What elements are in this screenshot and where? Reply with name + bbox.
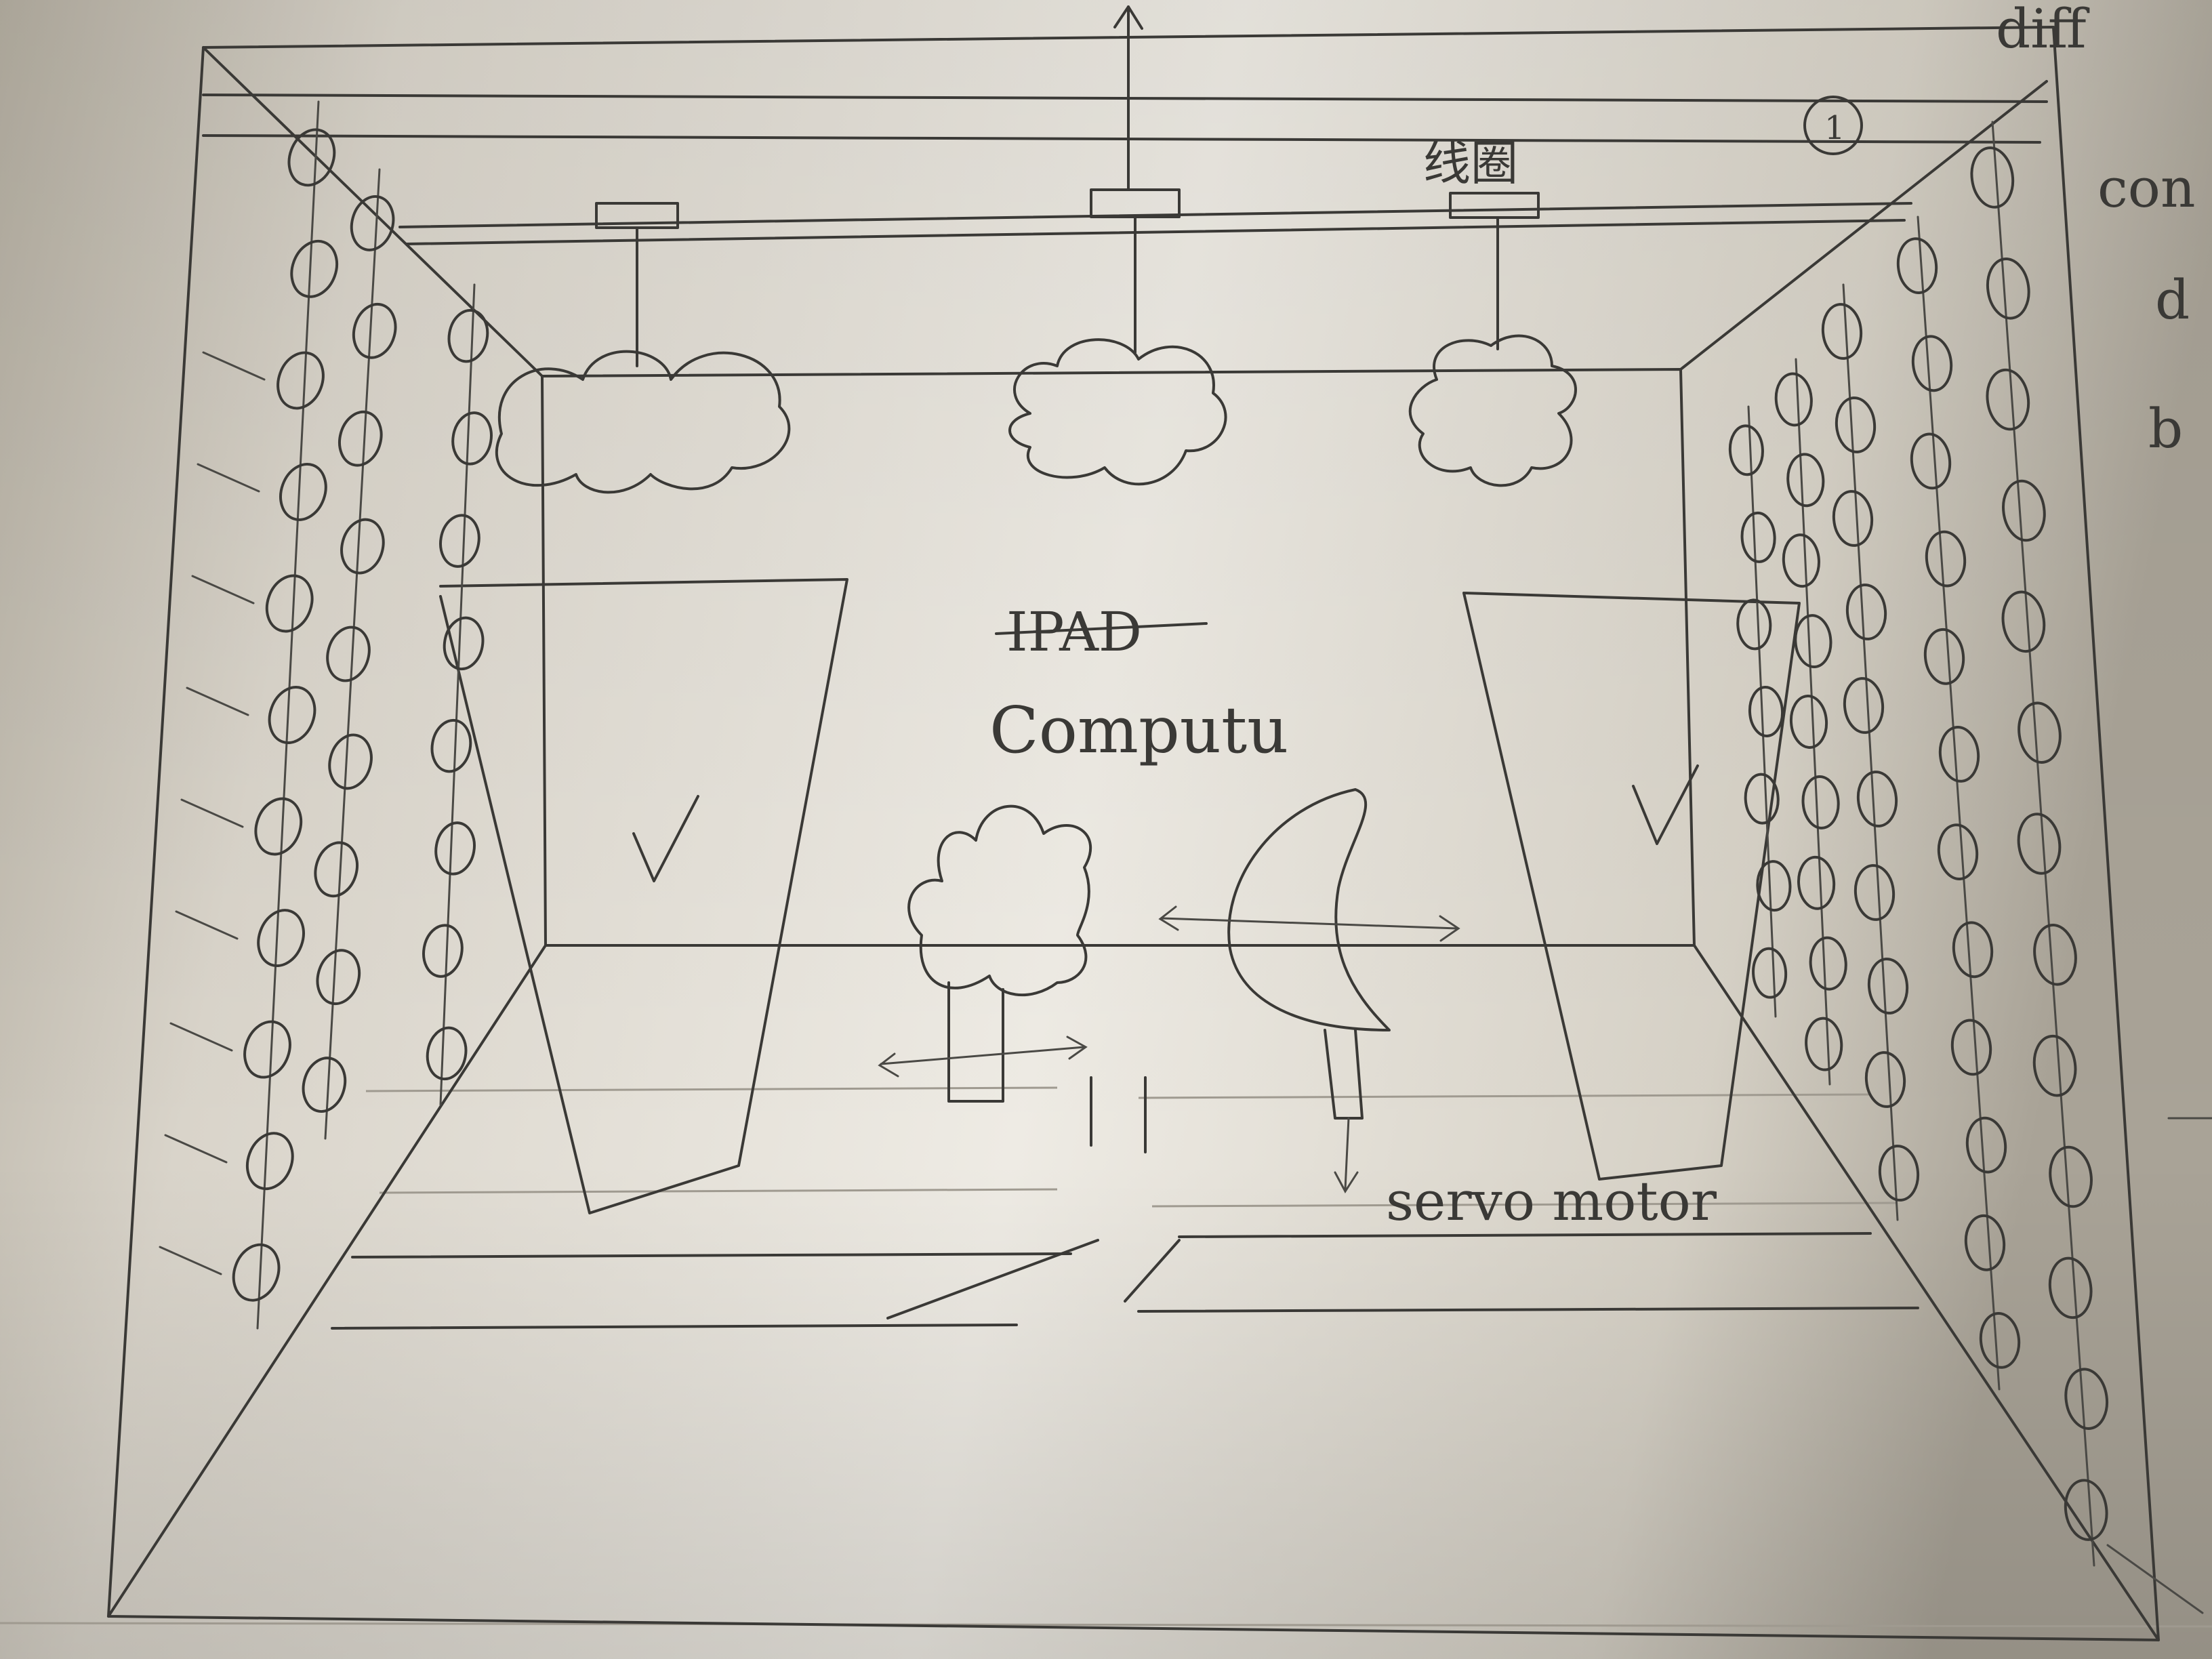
margin-note-1: diff — [1996, 0, 2090, 60]
computer-label: Computu — [989, 693, 1288, 768]
margin-note-2: con — [2097, 157, 2196, 220]
margin-note-3: d — [2155, 268, 2190, 331]
coil-label: 线圈 — [1423, 136, 1518, 191]
servo-motor-label: servo motor — [1386, 1170, 1717, 1233]
marker-label: 1 — [1824, 109, 1845, 147]
margin-note-4: b — [2148, 397, 2183, 460]
